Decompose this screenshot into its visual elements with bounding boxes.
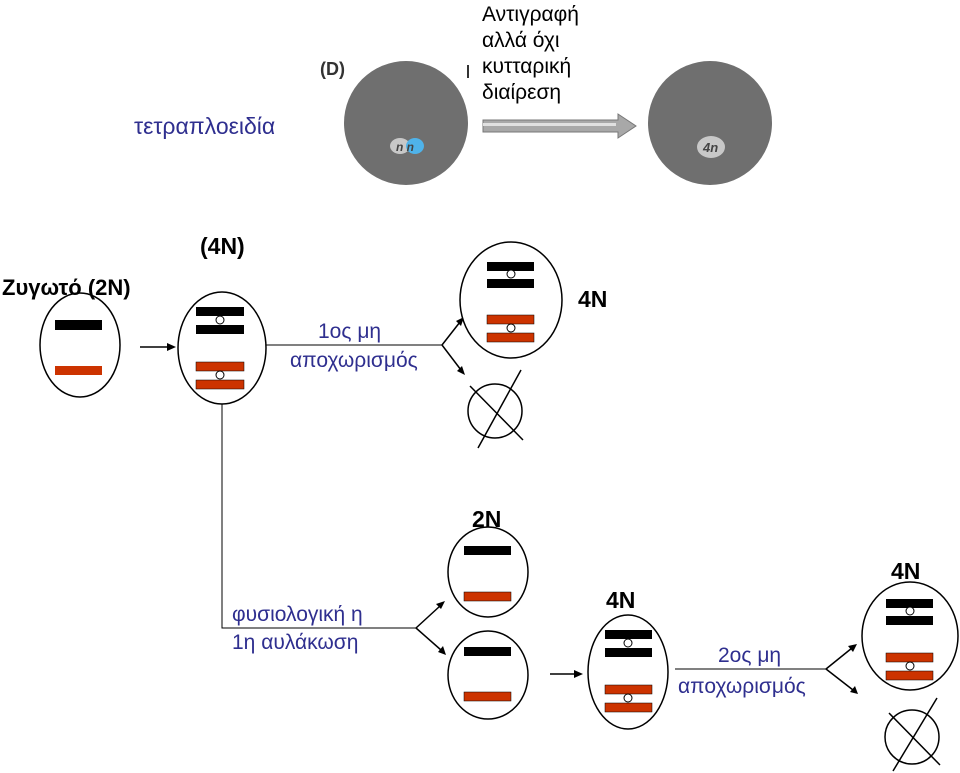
zygote-cell xyxy=(39,292,121,398)
nucleus-left-text: n n xyxy=(396,140,414,154)
chromosome-black xyxy=(55,320,102,330)
nucleus-right-text: 4n xyxy=(702,140,718,155)
cell-after-replication xyxy=(648,61,772,185)
label-4n-middle: 4N xyxy=(606,587,636,613)
normal-cleavage-line2: 1η αυλάκωση xyxy=(232,631,359,654)
arrow-caption-line: κυτταρική xyxy=(482,55,572,78)
nucleus-n-blue xyxy=(406,138,424,154)
branch-arrow-down-3 xyxy=(825,668,858,694)
cell-4n-middle xyxy=(587,614,669,730)
nonviable-cell xyxy=(467,369,524,449)
cell-4n-right xyxy=(861,581,959,691)
replication-arrow xyxy=(482,113,637,139)
cell-2n-lower xyxy=(447,630,529,720)
arrow-zygote-to-4n xyxy=(140,343,176,351)
nucleus-4n xyxy=(697,136,725,158)
nonviable-cell-right xyxy=(884,697,941,772)
branch-arrow-down-1 xyxy=(441,344,465,375)
label-2n: 2N xyxy=(472,506,502,532)
branch-arrow-up-2 xyxy=(415,601,445,629)
second-nondisjunction-line1: 2ος μη xyxy=(718,644,782,667)
result-cell-4n xyxy=(459,241,563,359)
tetraploid-cell xyxy=(177,291,267,405)
arrow-caption-line: διαίρεση xyxy=(482,81,562,104)
cleavage-path-line xyxy=(221,404,416,629)
first-nondisjunction-line2: αποχωρισμός xyxy=(290,349,418,372)
cell-2n-upper xyxy=(447,526,529,618)
zygote-label: Ζυγωτό (2N) xyxy=(2,275,131,300)
label-4n-right: 4N xyxy=(891,558,921,584)
tetraploid-label: (4N) xyxy=(200,233,245,259)
chromosome-red xyxy=(55,366,102,375)
second-nondisjunction-line2: αποχωρισμός xyxy=(678,675,806,698)
tetraploidy-label: τετραπλοειδία xyxy=(134,113,276,139)
arrow-lower-to-4n xyxy=(550,670,583,678)
first-nondisjunction-line1: 1ος μη xyxy=(318,320,382,343)
normal-cleavage-line1: φυσιολογική η xyxy=(232,603,363,626)
result-4n-label: 4N xyxy=(578,286,608,312)
arrow-caption: Αντιγραφή αλλά όχι κυτταρική διαίρεση xyxy=(482,2,579,106)
arrow-caption-line: Αντιγραφή xyxy=(482,3,579,26)
cell-before-replication xyxy=(344,61,468,185)
arrow-caption-line: αλλά όχι xyxy=(482,29,560,52)
nucleus-n xyxy=(390,138,410,154)
branch-arrow-up-1 xyxy=(441,317,464,346)
panel-letter: (D) xyxy=(320,59,345,79)
branch-arrow-up-3 xyxy=(825,644,857,670)
branch-arrow-down-2 xyxy=(415,627,446,655)
